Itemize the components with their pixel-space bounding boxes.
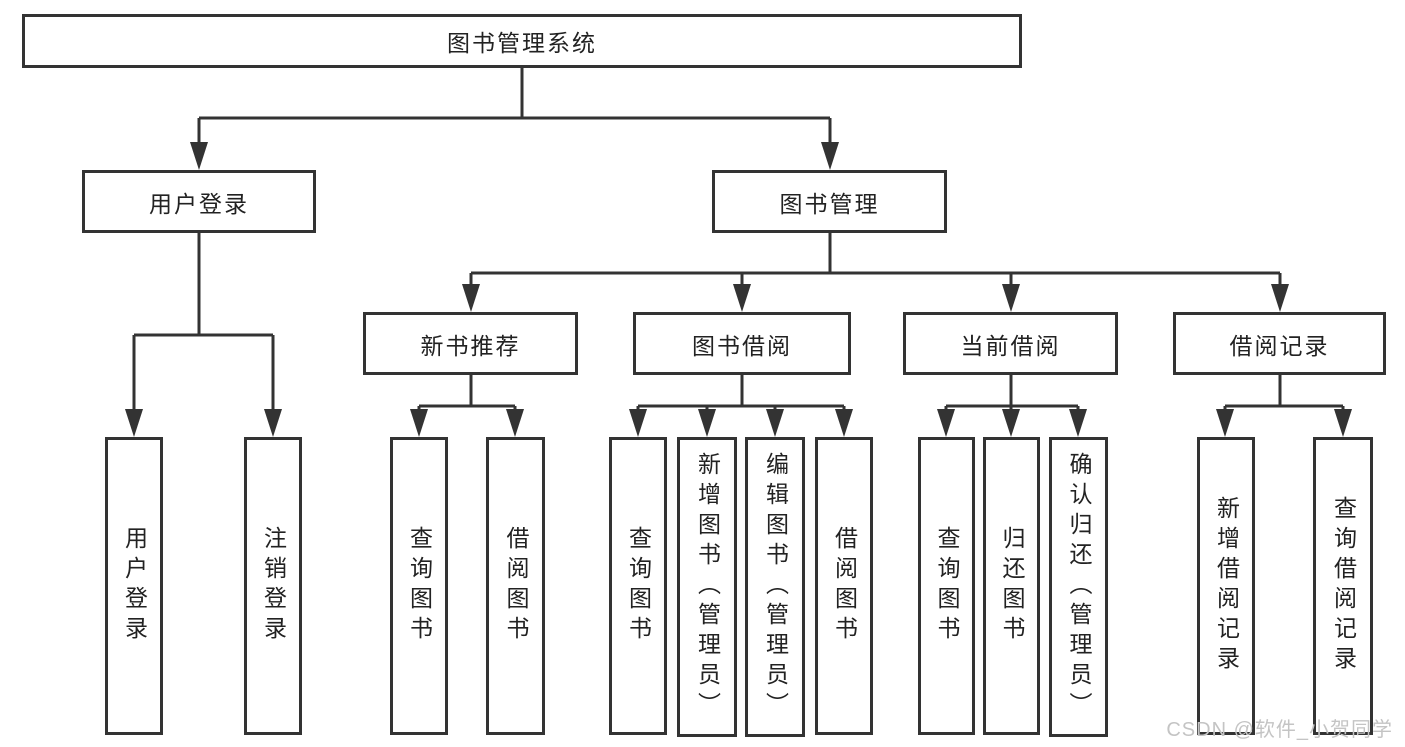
leaf-edit-book-admin-label: 编辑图书（管理员） [762, 452, 789, 722]
leaf-logout-label: 注销登录 [260, 526, 287, 646]
leaf-confirm-return-admin-label: 确认归还（管理员） [1066, 452, 1092, 722]
node-library-management-system-label: 图书管理系统 [447, 30, 597, 56]
node-library-management-system: 图书管理系统 [22, 14, 1022, 68]
arrowhead [1334, 409, 1352, 437]
leaf-return-book: 归还图书 [983, 437, 1040, 735]
arrowhead [937, 409, 955, 437]
arrowhead [1002, 409, 1020, 437]
connector-current-borrow-to-children [937, 375, 1087, 437]
leaf-edit-book-admin: 编辑图书（管理员） [745, 437, 805, 737]
node-user-login-label: 用户登录 [149, 190, 249, 217]
leaf-borrow-books-borrow: 借阅图书 [815, 437, 873, 735]
arrowhead [190, 142, 208, 170]
arrowhead [1069, 409, 1087, 437]
arrowhead [733, 284, 751, 312]
arrowhead [629, 409, 647, 437]
leaf-query-books-borrow: 查询图书 [609, 437, 667, 735]
leaf-query-borrow-record-label: 查询借阅记录 [1330, 496, 1357, 676]
arrowhead [1216, 409, 1234, 437]
arrowhead [835, 409, 853, 437]
leaf-add-borrow-record: 新增借阅记录 [1197, 437, 1255, 735]
csdn-watermark: CSDN @软件_小贺同学 [1166, 719, 1393, 741]
arrowhead [1002, 284, 1020, 312]
node-current-borrow-label: 当前借阅 [960, 332, 1061, 359]
leaf-borrow-books-recommend: 借阅图书 [486, 437, 545, 735]
arrowhead [462, 284, 480, 312]
leaf-return-book-label: 归还图书 [999, 526, 1025, 646]
arrowhead [698, 409, 716, 437]
arrowhead [264, 409, 282, 437]
node-new-book-recommend: 新书推荐 [363, 312, 578, 375]
node-current-borrow: 当前借阅 [903, 312, 1118, 375]
leaf-query-books-recommend: 查询图书 [390, 437, 448, 735]
connector-root-to-level2 [190, 68, 839, 170]
arrowhead [125, 409, 143, 437]
node-borrow-records: 借阅记录 [1173, 312, 1386, 375]
connector-book-borrow-to-children [629, 375, 853, 437]
leaf-query-books-recommend-label: 查询图书 [406, 526, 433, 646]
leaf-query-books-current: 查询图书 [918, 437, 975, 735]
leaf-query-books-current-label: 查询图书 [934, 526, 960, 646]
leaf-logout: 注销登录 [244, 437, 302, 735]
node-book-management-label: 图书管理 [779, 190, 880, 217]
leaf-borrow-books-borrow-label: 借阅图书 [831, 526, 858, 646]
leaf-user-login: 用户登录 [105, 437, 163, 735]
node-new-book-recommend-label: 新书推荐 [420, 332, 521, 359]
leaf-query-books-borrow-label: 查询图书 [625, 526, 652, 646]
leaf-borrow-books-recommend-label: 借阅图书 [503, 526, 529, 646]
connector-book-management-to-level3 [462, 233, 1289, 312]
leaf-user-login-label: 用户登录 [121, 526, 148, 646]
leaf-confirm-return-admin: 确认归还（管理员） [1049, 437, 1108, 737]
leaf-query-borrow-record: 查询借阅记录 [1313, 437, 1373, 735]
connector-new-book-recommend-to-children [410, 375, 524, 437]
leaf-add-borrow-record-label: 新增借阅记录 [1213, 496, 1240, 676]
node-book-borrow: 图书借阅 [633, 312, 851, 375]
arrowhead [1271, 284, 1289, 312]
arrowhead [766, 409, 784, 437]
node-book-borrow-label: 图书借阅 [692, 332, 792, 359]
connector-borrow-records-to-children [1216, 375, 1352, 437]
arrowhead [410, 409, 428, 437]
arrowhead [506, 409, 524, 437]
arrowhead [821, 142, 839, 170]
node-user-login: 用户登录 [82, 170, 316, 233]
leaf-add-book-admin: 新增图书（管理员） [677, 437, 737, 737]
node-borrow-records-label: 借阅记录 [1229, 332, 1330, 359]
leaf-add-book-admin-label: 新增图书（管理员） [694, 452, 721, 722]
node-book-management: 图书管理 [712, 170, 947, 233]
connector-user-login-to-children [125, 233, 282, 437]
